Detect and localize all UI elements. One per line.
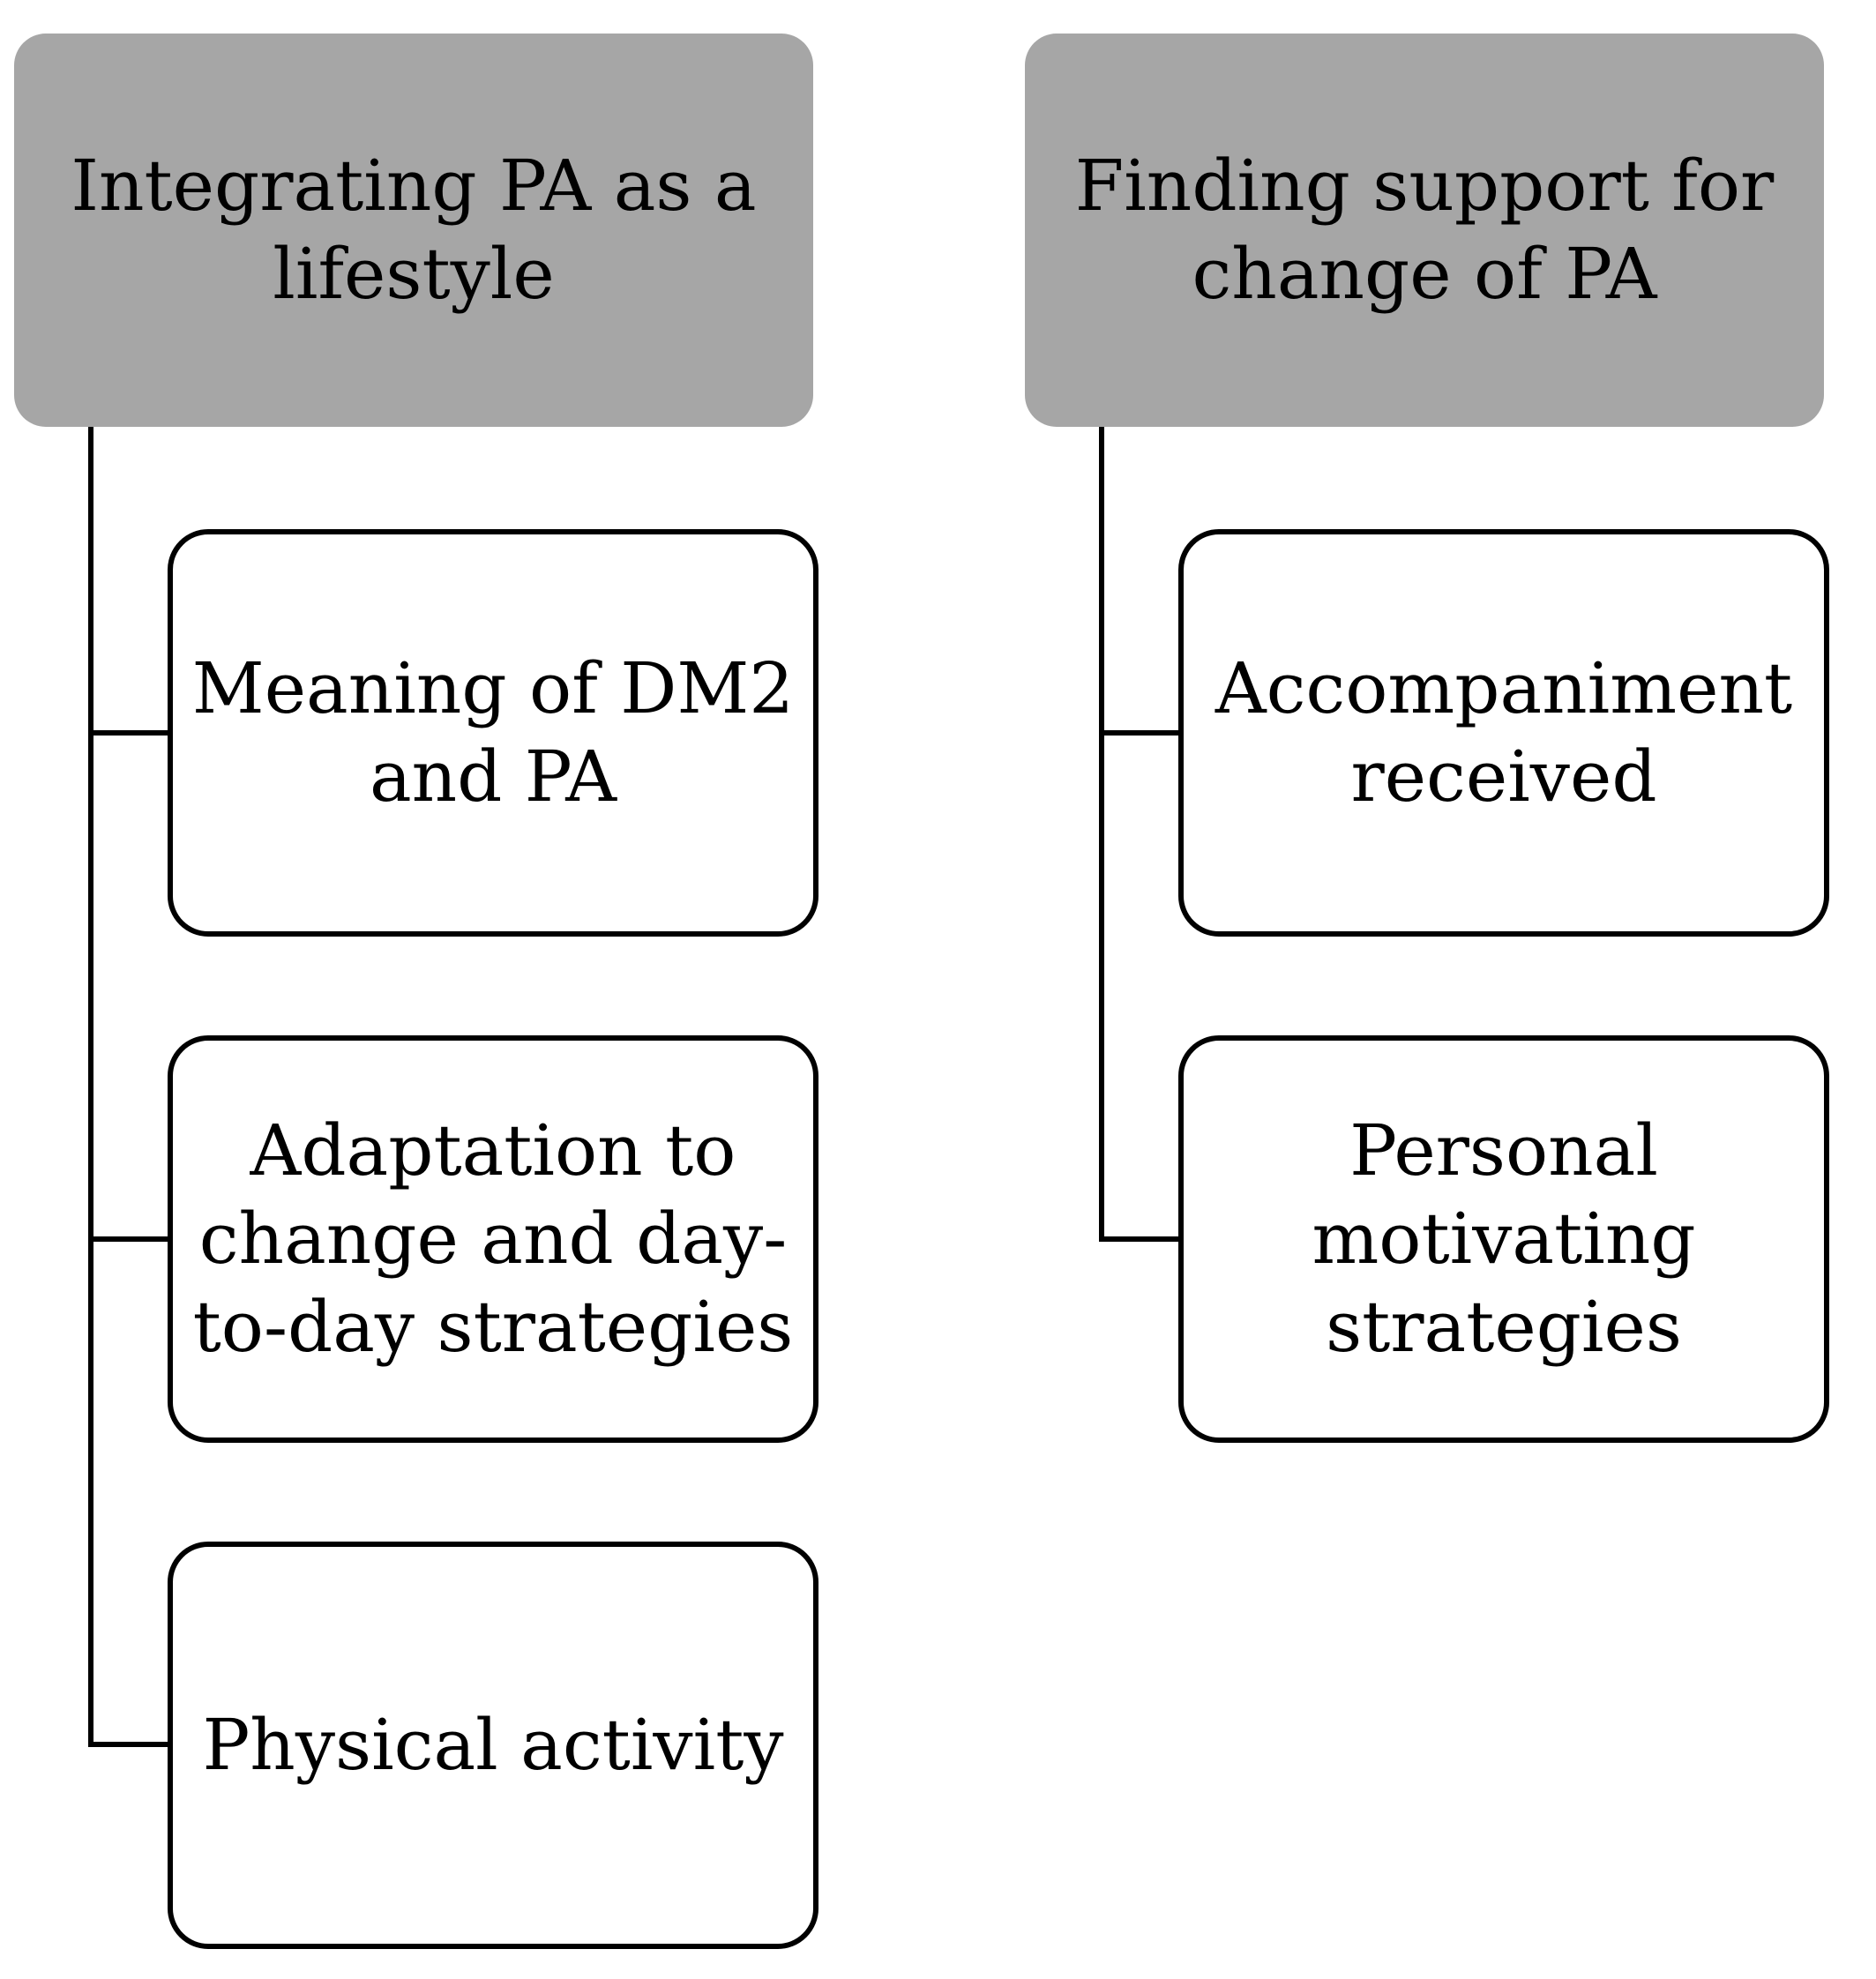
- subtheme-box-personal-motivating: Personal motivating strategies: [1178, 1035, 1829, 1443]
- subtheme-label: Accompaniment received: [1215, 647, 1793, 818]
- subtheme-box-adaptation: Adaptation to change and day-to-day stra…: [168, 1035, 818, 1443]
- subtheme-label: Physical activity: [202, 1704, 784, 1786]
- theme-box-integrating-pa: Integrating PA as a lifestyle: [14, 34, 813, 427]
- theme-label: Finding support for change of PA: [1074, 145, 1775, 315]
- theme-label: Integrating PA as a lifestyle: [71, 145, 757, 315]
- subtheme-label: Meaning of DM2 and PA: [191, 647, 795, 818]
- subtheme-label: Personal motivating strategies: [1312, 1109, 1696, 1368]
- subtheme-box-meaning-dm2-pa: Meaning of DM2 and PA: [168, 529, 818, 937]
- subtheme-box-accompaniment: Accompaniment received: [1178, 529, 1829, 937]
- subtheme-box-physical-activity: Physical activity: [168, 1542, 818, 1949]
- subtheme-label: Adaptation to change and day-to-day stra…: [192, 1109, 794, 1368]
- theme-box-finding-support: Finding support for change of PA: [1025, 34, 1824, 427]
